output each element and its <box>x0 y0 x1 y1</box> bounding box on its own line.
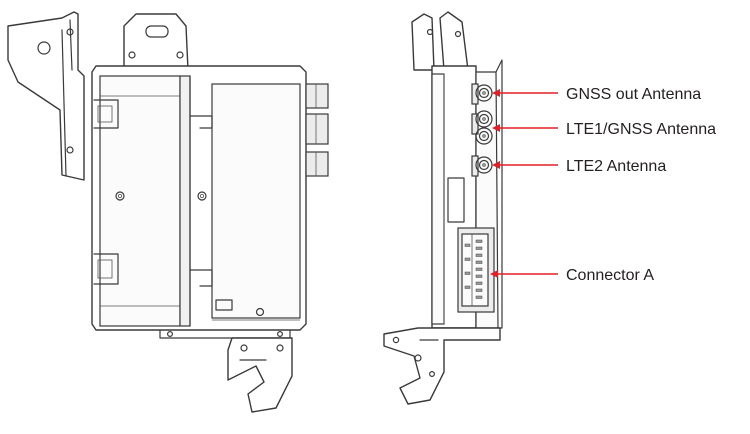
front-top-tab <box>123 13 189 71</box>
lte1-gnss-antenna-label: LTE1/GNSS Antenna <box>566 121 716 138</box>
side-top-tab-left <box>411 13 435 71</box>
side-view <box>383 11 503 405</box>
lte1-gnss-connector-a <box>471 110 493 135</box>
front-view <box>7 11 329 413</box>
lte2-antenna-label: LTE2 Antenna <box>566 158 666 175</box>
front-latch-top <box>93 99 119 129</box>
front-bottom-bracket <box>227 337 293 413</box>
callout-arrows <box>490 89 558 278</box>
connector-a-label: Connector A <box>566 267 654 284</box>
lte1-gnss-connector-b <box>475 127 493 145</box>
side-top-tab-right <box>439 11 469 71</box>
front-side-connectors <box>305 83 329 177</box>
connector-a-pins <box>464 239 483 299</box>
connector-a-block <box>457 227 495 313</box>
front-left-bracket <box>7 11 85 181</box>
bracket-hole <box>37 41 51 55</box>
side-bottom-bracket <box>383 327 501 405</box>
front-right-face <box>211 83 301 319</box>
gnss-out-antenna-label: GNSS out Antenna <box>566 86 701 103</box>
front-latch-bottom <box>93 253 119 285</box>
